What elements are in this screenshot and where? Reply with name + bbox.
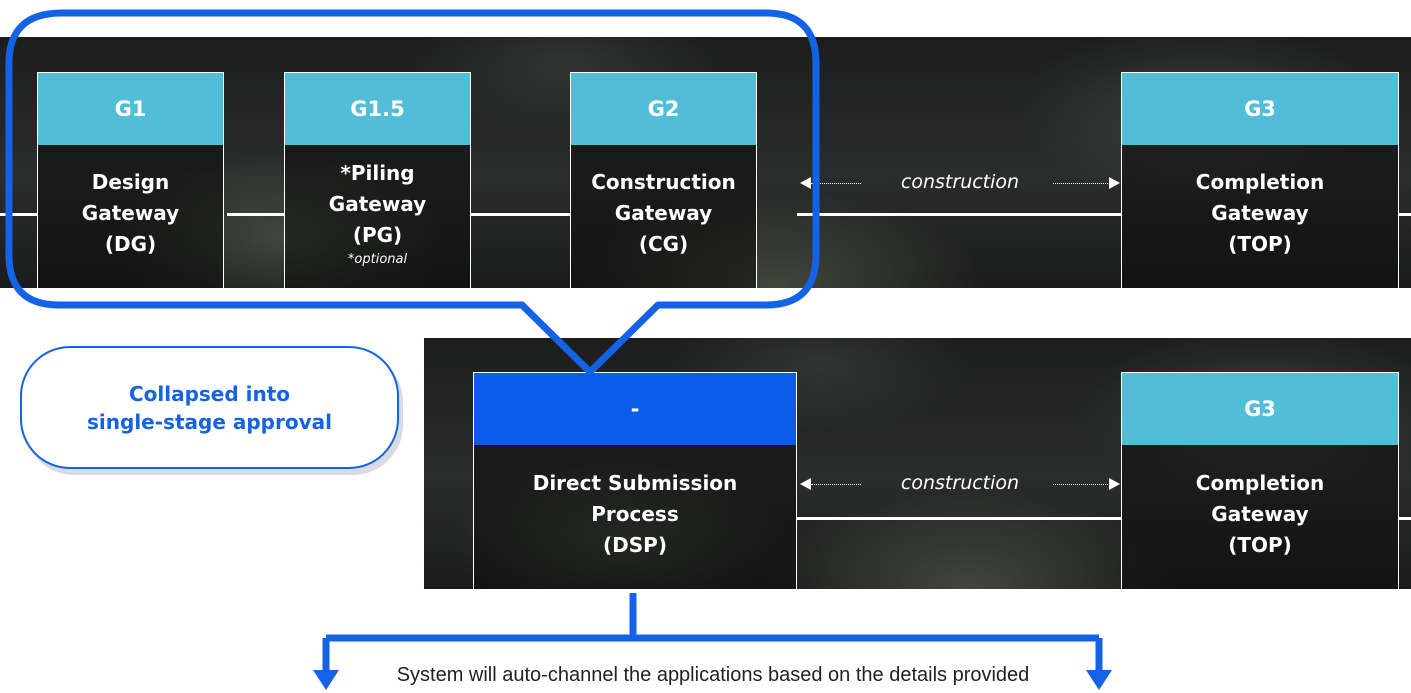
gateway-title-line: Design — [91, 170, 170, 194]
gateway-title: Design Gateway (DG) — [38, 145, 223, 288]
gateway-title-line: (TOP) — [1228, 532, 1292, 557]
phase-label-construction: construction — [900, 171, 1020, 193]
gateway-title: Completion Gateway (TOP) — [1122, 445, 1398, 589]
timeline-line-top-2 — [471, 213, 570, 216]
gateway-title-line: Gateway — [614, 201, 713, 225]
gateway-title-line: Gateway — [81, 201, 180, 225]
gateway-title: *Piling Gateway (PG) *optional — [285, 145, 470, 288]
gateway-code: G2 — [571, 72, 756, 145]
arrowhead-left-icon — [800, 478, 811, 490]
callout-line: single-stage approval — [87, 409, 332, 434]
gateway-title: Construction Gateway (CG) — [571, 145, 756, 288]
gateway-title-line: Construction — [591, 170, 736, 194]
gateway-code: - — [474, 372, 796, 445]
gateway-code: G3 — [1122, 372, 1398, 445]
arrowhead-right-icon — [1109, 478, 1120, 490]
split-arrow-icon — [322, 593, 1103, 672]
timeline-line-bottom-right — [1398, 517, 1411, 520]
optional-note: *optional — [347, 252, 408, 267]
phase-label-construction: construction — [900, 472, 1020, 494]
gateway-title-line: Gateway — [1211, 201, 1309, 225]
timeline-line-top-left — [0, 213, 37, 216]
gateway-g2: G2 Construction Gateway (CG) — [570, 72, 757, 288]
gateway-dsp: - Direct Submission Process (DSP) — [473, 372, 797, 589]
gateway-g1-5: G1.5 *Piling Gateway (PG) *optional — [284, 72, 471, 288]
gateway-g1: G1 Design Gateway (DG) — [37, 72, 224, 288]
arrow-down-right-icon — [1086, 670, 1112, 690]
gateway-title-line: Completion — [1195, 170, 1325, 194]
arrowhead-left-icon — [800, 177, 811, 189]
dotted-arrow-line — [811, 484, 861, 485]
dotted-arrow-line — [811, 183, 861, 184]
gateway-title-line: *Piling — [340, 161, 415, 185]
collapse-callout: Collapsed into single-stage approval — [20, 346, 399, 469]
gateway-title-line: (PG) — [352, 223, 403, 247]
dotted-arrow-line — [1053, 484, 1110, 485]
gateway-code: G1.5 — [285, 72, 470, 145]
gateway-title-line: Gateway — [1211, 501, 1309, 526]
timeline-line-top-3 — [797, 213, 1121, 216]
callout-line: Collapsed into — [128, 381, 291, 406]
gateway-title-line: Completion — [1195, 470, 1325, 495]
gateway-code: G3 — [1122, 72, 1398, 145]
gateway-title-line: (TOP) — [1228, 232, 1292, 256]
timeline-line-bottom-1 — [797, 517, 1121, 520]
gateway-g3-top: G3 Completion Gateway (TOP) — [1121, 72, 1399, 288]
gateway-title-line: Gateway — [328, 192, 427, 216]
gateway-title-line: (DG) — [104, 232, 157, 256]
gateway-g3-bottom: G3 Completion Gateway (TOP) — [1121, 372, 1399, 589]
auto-channel-note: System will auto-channel the application… — [396, 664, 1030, 686]
gateway-title-line: Direct Submission — [532, 470, 738, 495]
gateway-title-line: (DSP) — [603, 532, 667, 557]
collapse-bracket-outline — [5, 9, 820, 376]
gateway-code: G1 — [38, 72, 223, 145]
dotted-arrow-line — [1053, 183, 1110, 184]
gateway-title: Completion Gateway (TOP) — [1122, 145, 1398, 288]
gateway-title-line: (CG) — [638, 232, 689, 256]
timeline-line-top-1 — [227, 213, 284, 216]
timeline-line-top-right — [1398, 213, 1411, 216]
arrowhead-right-icon — [1109, 177, 1120, 189]
gateway-title-line: Process — [591, 501, 679, 526]
gateway-title: Direct Submission Process (DSP) — [474, 445, 796, 589]
arrow-down-left-icon — [313, 670, 339, 690]
